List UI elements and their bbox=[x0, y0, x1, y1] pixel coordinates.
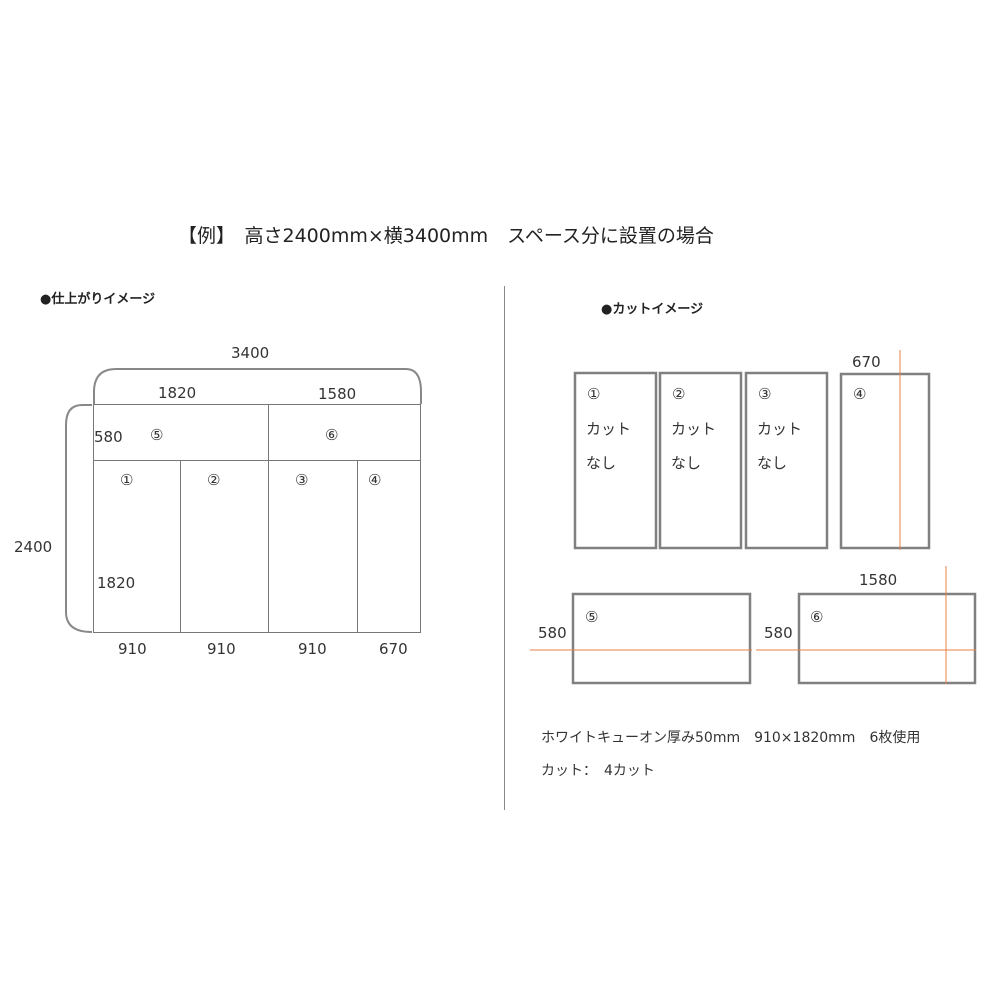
bottom-width-3: 910 bbox=[298, 640, 327, 658]
material-note: ホワイトキューオン厚み50mm 910×1820mm 6枚使用 bbox=[541, 730, 921, 746]
board-3-cut-label: カット bbox=[757, 420, 803, 438]
top-width-1820: 1820 bbox=[158, 384, 197, 402]
board-6-height-dimension: 580 bbox=[764, 624, 793, 642]
panel-5-marker: ⑤ bbox=[150, 426, 164, 444]
board-4-marker: ④ bbox=[853, 385, 867, 403]
page-title: 【例】 高さ2400mm×横3400mm スペース分に設置の場合 bbox=[178, 225, 714, 247]
board-6-marker: ⑥ bbox=[810, 608, 824, 626]
panel-height-label: 1820 bbox=[97, 574, 136, 592]
board-5-dimension: 580 bbox=[538, 624, 567, 642]
bottom-width-2: 910 bbox=[207, 640, 236, 658]
cut-count-note: カット： 4カット bbox=[541, 763, 655, 779]
panel-3-marker: ③ bbox=[295, 471, 309, 489]
bottom-width-1: 910 bbox=[118, 640, 147, 658]
cut-image-heading: ●カットイメージ bbox=[601, 302, 704, 317]
panel-4-marker: ④ bbox=[368, 471, 382, 489]
total-width-label: 3400 bbox=[231, 344, 270, 362]
section-divider bbox=[504, 286, 505, 810]
board-3-marker: ③ bbox=[758, 385, 772, 403]
total-height-label: 2400 bbox=[14, 538, 53, 556]
top-width-1580: 1580 bbox=[318, 385, 357, 403]
board-1-marker: ① bbox=[587, 385, 601, 403]
board-2-marker: ② bbox=[672, 385, 686, 403]
finished-image-heading: ●仕上がりイメージ bbox=[40, 292, 156, 307]
board-5-marker: ⑤ bbox=[585, 608, 599, 626]
board-1-cut-label: カット bbox=[586, 420, 632, 438]
board-4-dimension: 670 bbox=[852, 353, 881, 371]
panel-6-marker: ⑥ bbox=[325, 426, 339, 444]
board-1-none-label: なし bbox=[586, 454, 617, 472]
board-3-none-label: なし bbox=[757, 454, 788, 472]
bottom-width-4: 670 bbox=[379, 640, 408, 658]
board-2-none-label: なし bbox=[671, 454, 702, 472]
board-6-width-dimension: 1580 bbox=[859, 571, 898, 589]
board-2-cut-label: カット bbox=[671, 420, 717, 438]
panel-1-marker: ① bbox=[120, 471, 134, 489]
panel-2-marker: ② bbox=[207, 471, 221, 489]
top-row-height-label: 580 bbox=[94, 428, 123, 446]
